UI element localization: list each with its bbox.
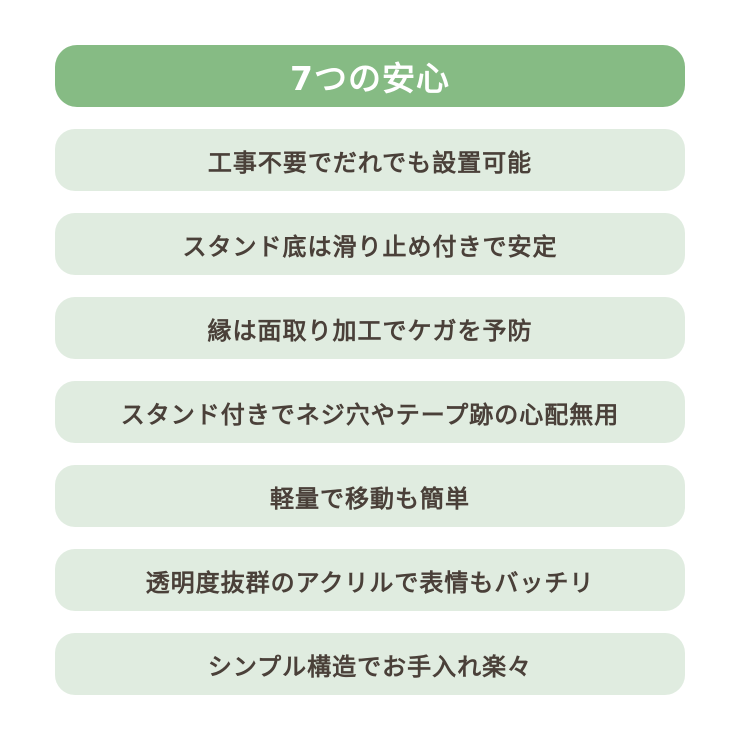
feature-item-4: スタンド付きでネジ穴やテープ跡の心配無用 [55,381,685,443]
feature-item-6: 透明度抜群のアクリルで表情もバッチリ [55,549,685,611]
feature-item-label: シンプル構造でお手入れ楽々 [207,652,533,681]
feature-item-label: 縁は面取り加工でケガを予防 [207,316,533,345]
feature-item-7: シンプル構造でお手入れ楽々 [55,633,685,695]
feature-item-label: 軽量で移動も簡単 [270,484,470,513]
feature-item-label: スタンド底は滑り止め付きで安定 [182,232,558,261]
feature-item-3: 縁は面取り加工でケガを予防 [55,297,685,359]
feature-item-label: 工事不要でだれでも設置可能 [207,148,533,177]
feature-list: 工事不要でだれでも設置可能 スタンド底は滑り止め付きで安定 縁は面取り加工でケガ… [55,129,685,695]
feature-item-5: 軽量で移動も簡単 [55,465,685,527]
feature-item-label: スタンド付きでネジ穴やテープ跡の心配無用 [120,400,620,429]
header-title: 7つの安心 [290,59,450,98]
header-banner: 7つの安心 [55,45,685,107]
feature-item-2: スタンド底は滑り止め付きで安定 [55,213,685,275]
feature-item-1: 工事不要でだれでも設置可能 [55,129,685,191]
feature-item-label: 透明度抜群のアクリルで表情もバッチリ [145,568,595,597]
